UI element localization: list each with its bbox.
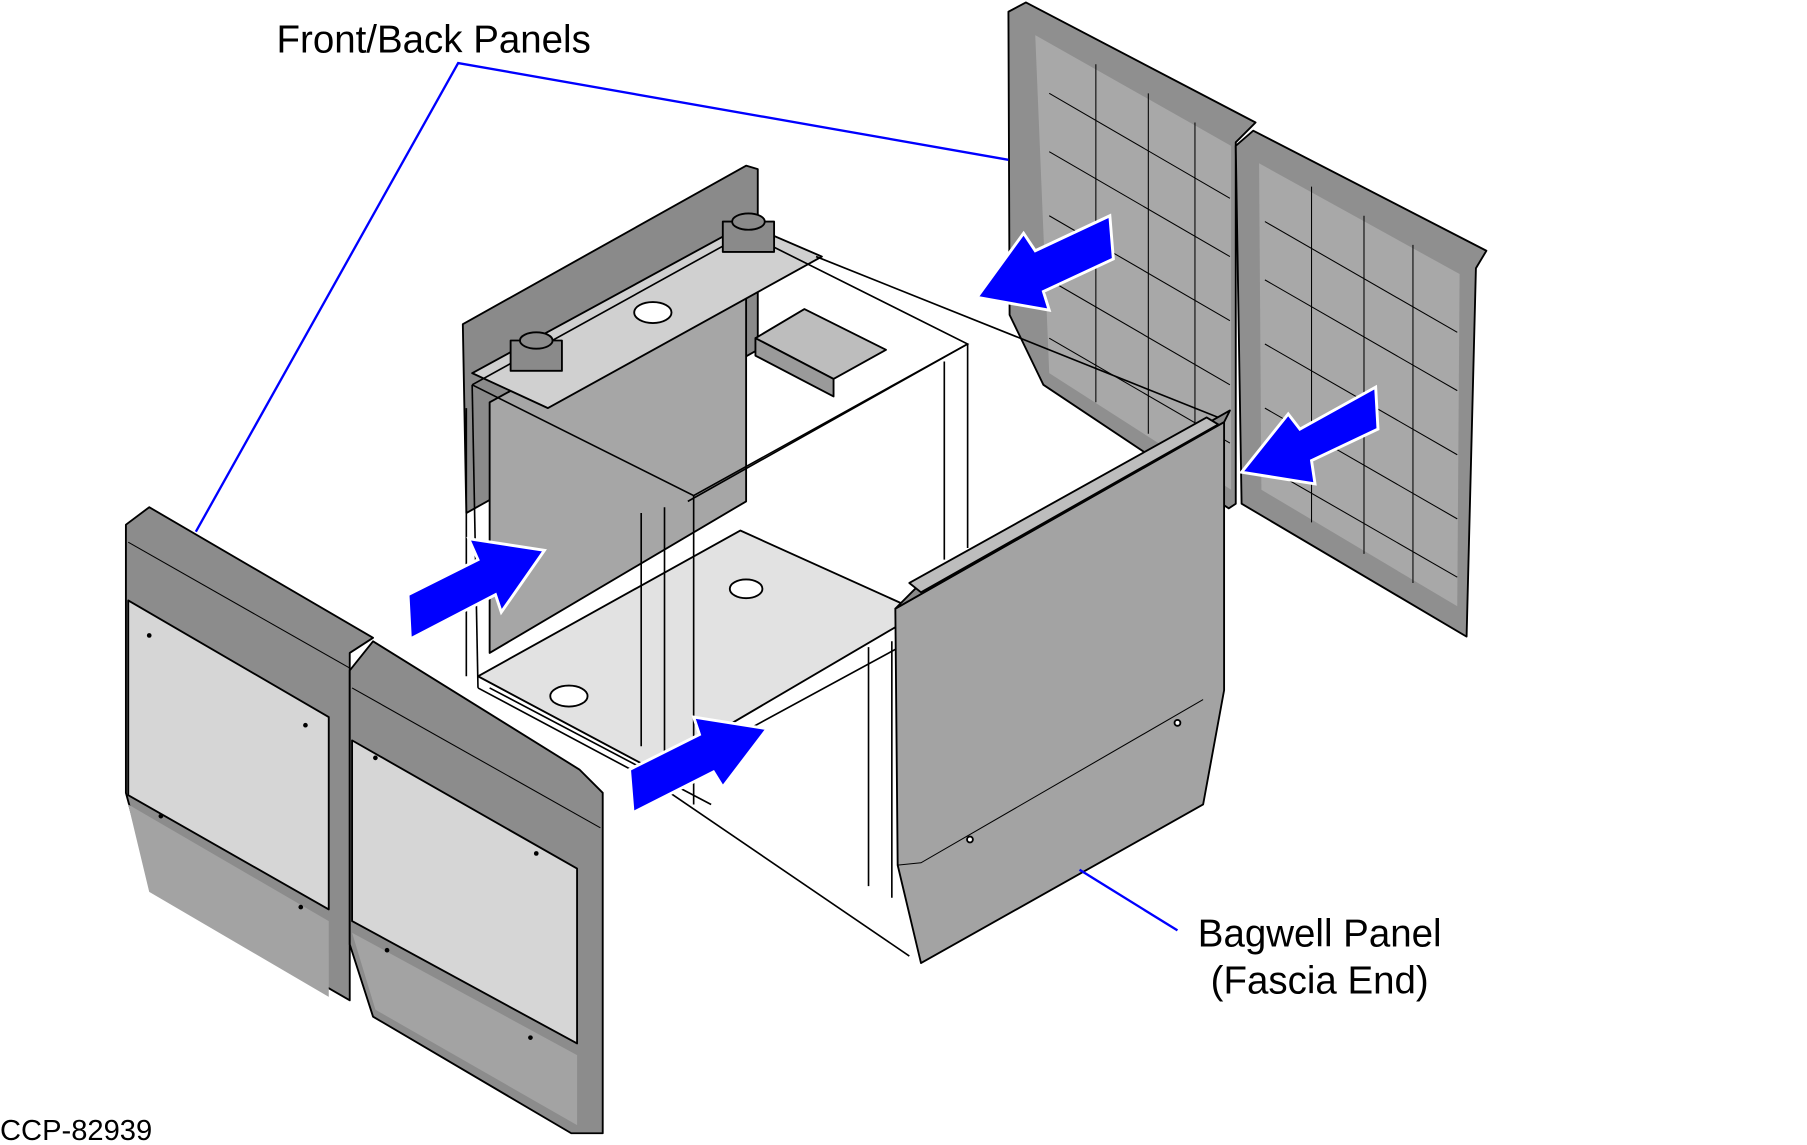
- label-bagwell-fascia-end: (Fascia End): [1211, 959, 1429, 1002]
- figure-id: CCP-82939: [0, 1115, 152, 1145]
- hinge-part: [509, 212, 776, 372]
- front-panel-right: [348, 640, 604, 1135]
- front-panel-left: [124, 506, 374, 1002]
- arrow-icon: [406, 536, 547, 642]
- label-front-back-panels: Front/Back Panels: [277, 19, 591, 62]
- back-panel-left: [1007, 1, 1257, 510]
- leader-line-front-back: [194, 61, 1009, 533]
- label-bagwell-panel: Bagwell Panel: [1198, 913, 1442, 956]
- arrow-icon: [1238, 384, 1380, 486]
- back-panel-right: [1234, 129, 1488, 638]
- arrow-icon: [628, 715, 770, 815]
- cabinet-frame: [461, 164, 1225, 957]
- bagwell-panel: [894, 409, 1231, 964]
- arrow-icon: [974, 213, 1115, 313]
- leader-line-bagwell: [1078, 868, 1179, 932]
